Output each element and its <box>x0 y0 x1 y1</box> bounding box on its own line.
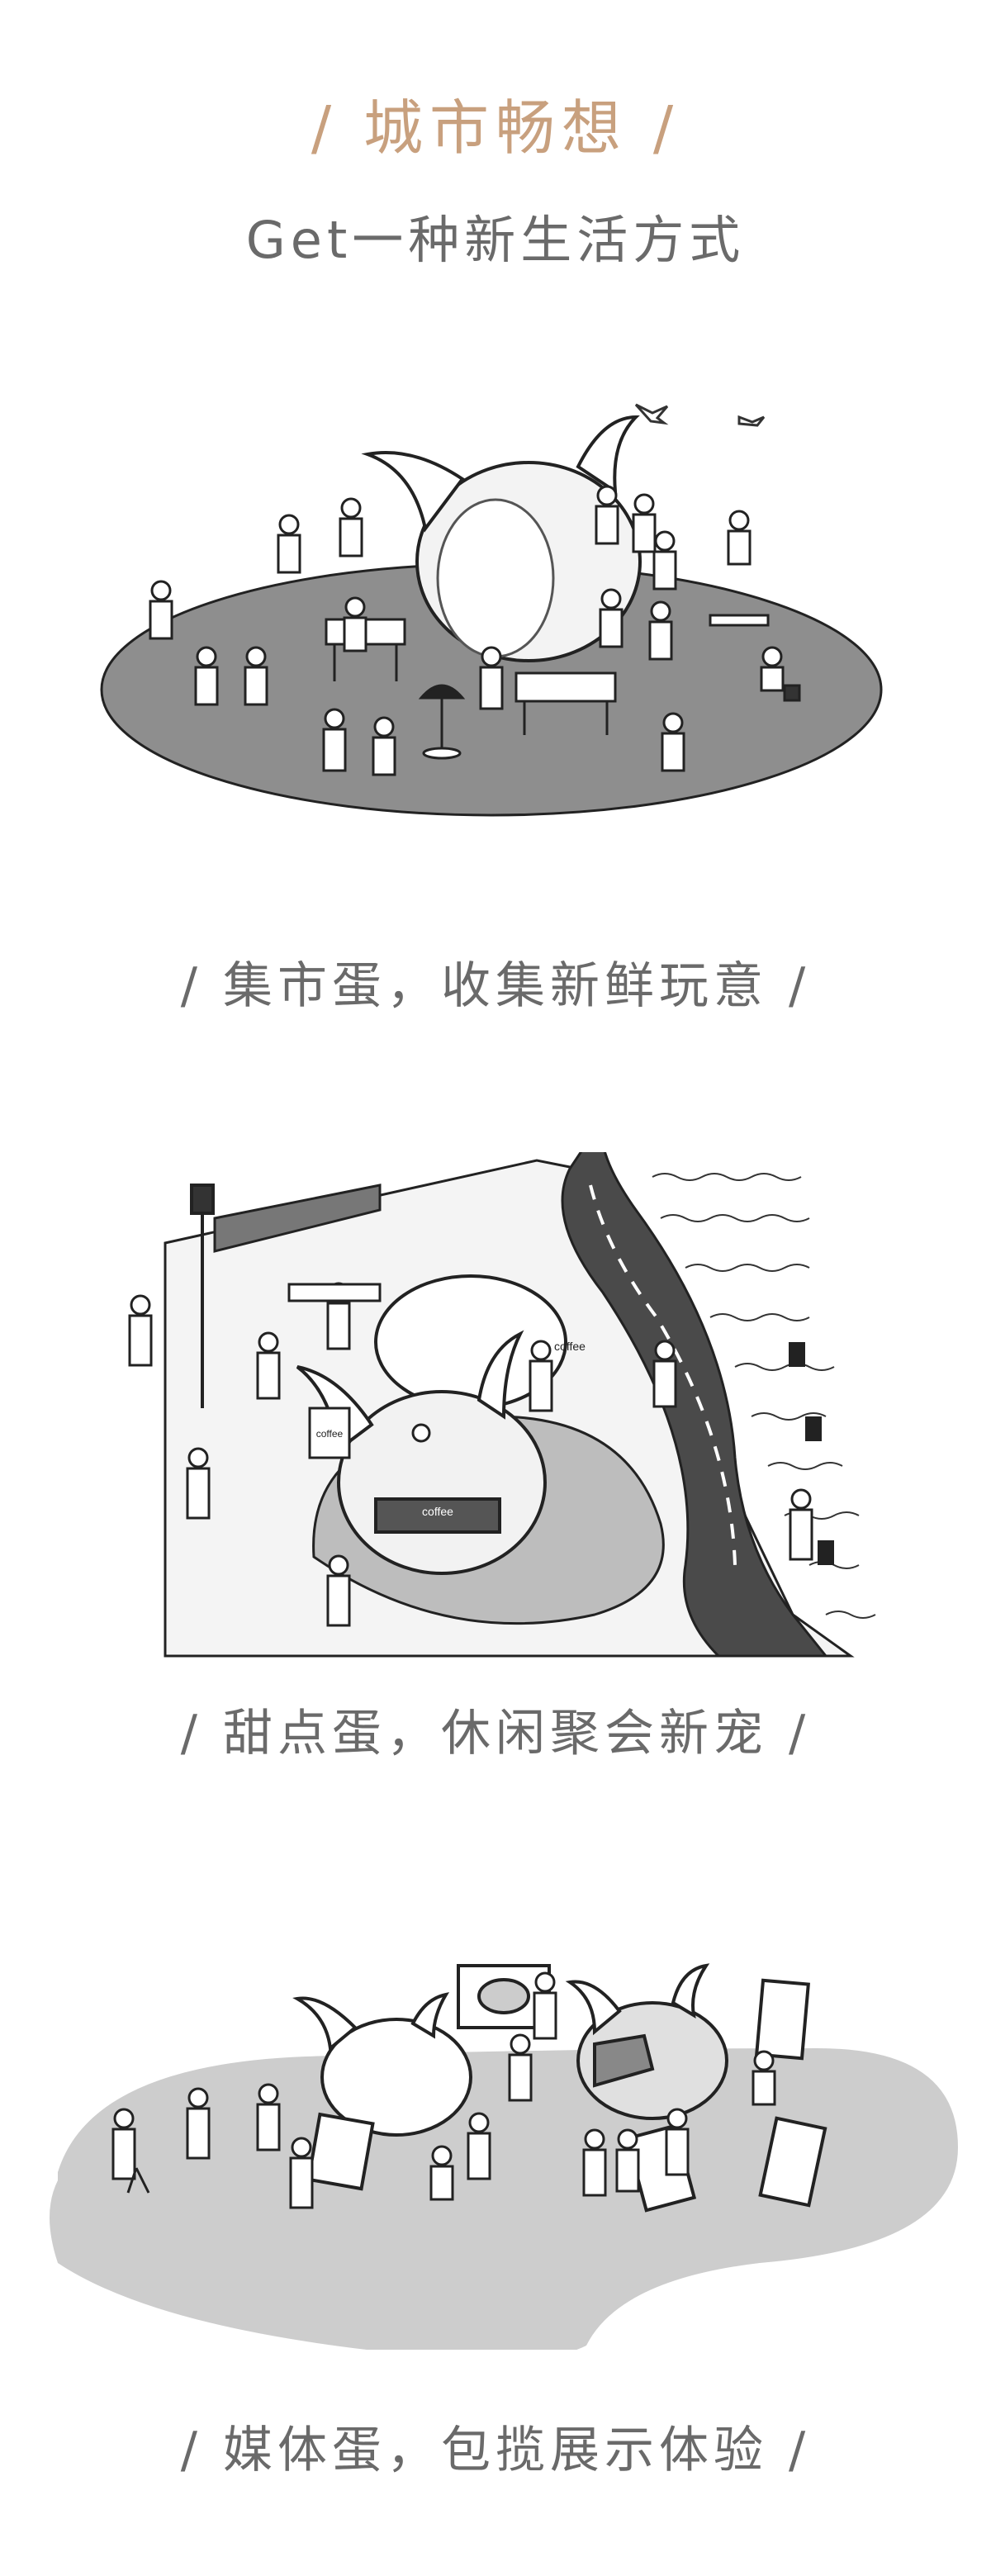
running-track <box>561 1152 829 1658</box>
crowd <box>149 485 801 776</box>
railing-posts <box>789 1342 834 1565</box>
lamp-post <box>190 1184 215 1408</box>
coffee-sign-text: coffee <box>316 1428 344 1440</box>
media-egg-illustration <box>0 1920 991 2350</box>
egg-pavilion <box>361 415 642 662</box>
crowd <box>128 1282 813 1627</box>
market-egg-illustration <box>0 372 991 884</box>
hedge <box>213 1184 382 1253</box>
section-caption-media: / 媒体蛋，包揽展示体验 / <box>180 2422 811 2479</box>
media-egg-pavilion <box>292 1963 728 2137</box>
crowd <box>111 1971 776 2209</box>
plaza-ground <box>50 2048 958 2350</box>
coffee-sign: coffee coffee coffee <box>308 1340 586 1518</box>
market-table <box>325 618 617 760</box>
river-waves <box>652 1173 876 1619</box>
section-caption-dessert: / 甜点蛋，休闲聚会新宠 / <box>180 1705 811 1762</box>
page-title: / 城市畅想 / <box>311 93 680 163</box>
section-caption-market: / 集市蛋，收集新鲜玩意 / <box>180 957 811 1015</box>
dessert-egg-illustration: coffee coffee coffee <box>0 1152 991 1664</box>
page-subtitle: Get一种新生活方式 <box>245 210 746 270</box>
dessert-egg-pavilion <box>296 1274 665 1625</box>
coffee-sign-text: coffee <box>422 1505 453 1518</box>
coffee-sign-text: coffee <box>554 1340 586 1353</box>
bird-icon <box>634 403 766 427</box>
